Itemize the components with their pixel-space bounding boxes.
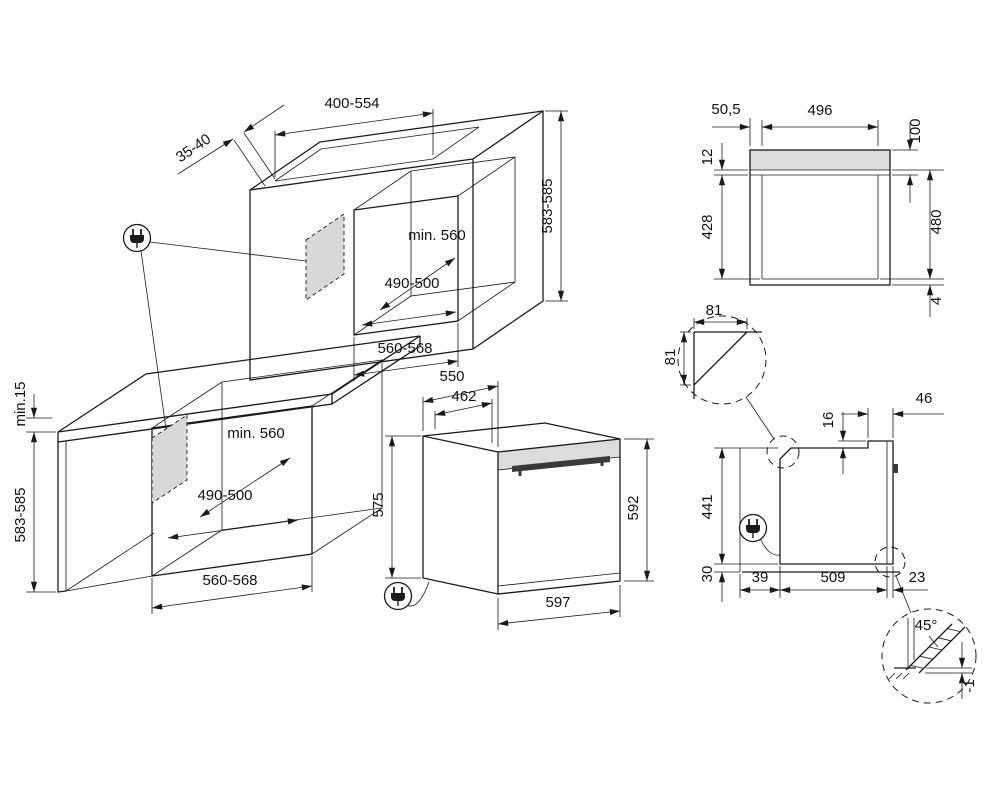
side-niche-height-label: 441 [699,494,716,519]
oven-depth-body-label: 462 [451,388,476,405]
door-offset-label: -1 [961,679,978,692]
front-side-margin-label: 50,5 [711,101,740,118]
column-top-width-label: 400-554 [324,95,379,112]
oven-height-front-label: 592 [625,495,642,520]
side-top-recess-label: 16 [820,412,837,429]
corner-detail: 81 81 [662,302,775,440]
side-plinth-label: 30 [699,566,716,583]
door-detail-marker [874,546,906,578]
power-plug-icon [383,581,413,611]
base-niche-width-label: 560-568 [202,572,257,589]
column-niche-height-label: 583-585 [539,178,556,233]
oven-isometric: 550 462 575 592 597 [370,368,654,630]
front-body-width-label: 496 [807,102,832,119]
front-door-height-label: 428 [699,214,716,239]
front-gap-label: 12 [699,149,716,166]
base-inner-width-label: 490-500 [197,487,252,504]
door-bottom-detail: 45° -1 [881,608,978,704]
side-door-gap-label: 23 [909,569,926,586]
oven-depth-total-label: 550 [439,368,464,385]
power-plug-icon [122,223,152,253]
oven-side-view: 16 46 441 30 39 509 23 [699,390,944,614]
mains-plug-note [122,223,307,430]
column-inner-width-label: 490-500 [384,275,439,292]
column-cabinet: 400-554 35-40 min. 560 490-500 560-568 5… [173,95,568,381]
base-niche-height-label: 583-585 [12,487,29,542]
front-top-height-label: 100 [907,118,924,143]
corner-detail-marker [766,435,800,469]
base-cabinet: min. 560 490-500 560-568 min.15 583-585 [12,335,421,614]
corner-leg-vertical-label: 81 [662,349,679,366]
door-angle-label: 45° [915,617,938,634]
column-panel-gap-label: 35-40 [173,130,214,166]
side-body-depth-label: 509 [820,569,845,586]
column-niche-depth-label: min. 560 [408,227,466,244]
power-plug-icon [738,513,768,543]
oven-handle [512,456,610,472]
column-niche-width-label: 560-568 [377,340,432,357]
corner-leg-horizontal-label: 81 [706,302,723,319]
front-body-height-label: 480 [928,209,945,234]
oven-height-side-label: 575 [370,492,387,517]
oven-width-label: 597 [545,594,570,611]
side-handle [893,464,898,473]
base-niche-depth-label: min. 560 [227,425,285,442]
base-top-clearance-label: min.15 [12,381,29,426]
front-bottom-gap-label: 4 [928,297,945,305]
side-rear-gap-label: 39 [752,569,769,586]
socket-area-column [305,213,345,301]
oven-front-view: 50,5 496 100 12 428 480 4 [699,101,945,317]
socket-area-base [151,414,188,504]
side-front-depth-label: 46 [916,390,933,407]
